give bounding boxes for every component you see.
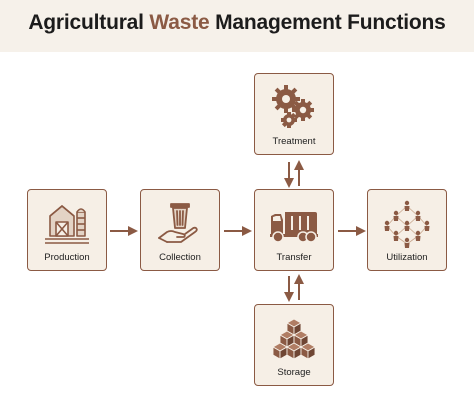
people-network-icon bbox=[384, 200, 430, 248]
node-utilization: Utilization bbox=[367, 189, 447, 271]
gears-icon bbox=[272, 85, 314, 128]
stacked-boxes-icon bbox=[272, 318, 316, 360]
title-suffix: Management Functions bbox=[209, 11, 446, 34]
title-prefix: Agricultural bbox=[28, 11, 150, 34]
node-collection: Collection bbox=[140, 189, 220, 271]
title-accent: Waste bbox=[149, 11, 210, 34]
node-label-collection: Collection bbox=[159, 252, 201, 263]
node-treatment: Treatment bbox=[254, 73, 334, 155]
truck-icon bbox=[270, 212, 318, 243]
node-label-treatment: Treatment bbox=[272, 136, 316, 147]
node-label-utilization: Utilization bbox=[386, 252, 428, 263]
diagram-title: Agricultural Waste Management Functions bbox=[0, 11, 474, 35]
node-production: Production bbox=[27, 189, 107, 271]
barn-silo-icon bbox=[45, 205, 89, 244]
title-band bbox=[0, 0, 474, 52]
node-label-production: Production bbox=[44, 252, 90, 263]
node-storage: Storage bbox=[254, 304, 334, 386]
hand-trash-bin-icon bbox=[158, 203, 198, 243]
node-label-transfer: Transfer bbox=[276, 252, 312, 263]
node-label-storage: Storage bbox=[277, 367, 311, 378]
node-transfer: Transfer bbox=[254, 189, 334, 271]
